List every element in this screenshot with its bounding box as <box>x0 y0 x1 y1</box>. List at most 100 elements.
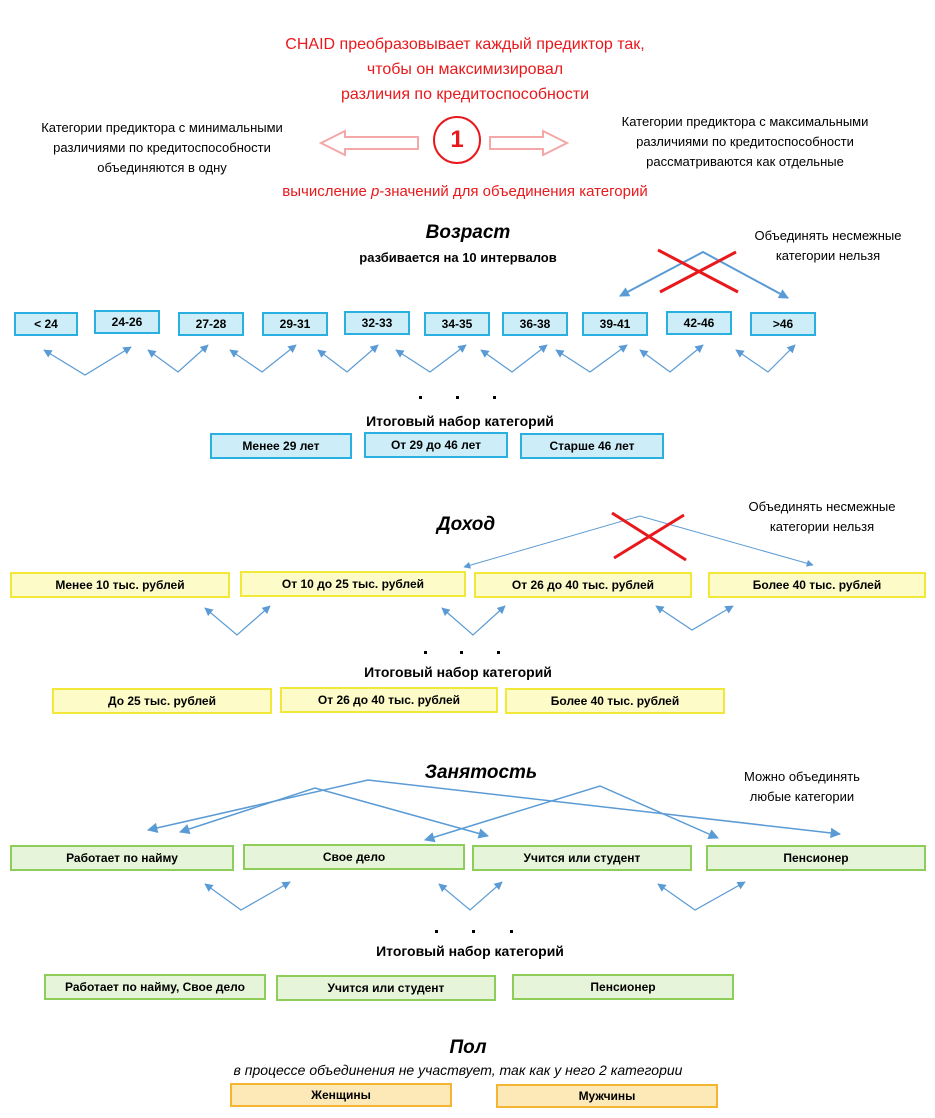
age-final-category: Старше 46 лет <box>520 433 664 459</box>
age-final-category-label: От 29 до 46 лет <box>390 438 482 452</box>
employment-merge-arrows <box>204 881 746 911</box>
ellipsis-dot <box>472 930 475 933</box>
left-description-line-1: Категории предиктора с минимальными <box>41 120 283 135</box>
ellipsis-dot <box>419 396 422 399</box>
income-title: Доход <box>436 514 496 535</box>
age-category-label: 24-26 <box>111 315 143 329</box>
employment-final-label: Итоговый набор категорий <box>376 943 564 959</box>
income-category-label: От 26 до 40 тыс. рублей <box>511 578 655 592</box>
age-category-label: 29-31 <box>279 317 311 331</box>
employment-final-category-label: Учится или студент <box>327 981 445 995</box>
age-final-category-label: Менее 29 лет <box>242 439 320 453</box>
employment-final-category: Работает по найму, Свое дело <box>44 974 266 1000</box>
left-description-line-2: различиями по кредитоспособности <box>53 140 271 155</box>
income-final-category-label: До 25 тыс. рублей <box>108 694 216 708</box>
pvalue-caption: вычисление p-значений для объединения ка… <box>282 183 647 200</box>
employment-note-line-2: любые категории <box>749 789 855 804</box>
employment-category: Пенсионер <box>706 845 926 871</box>
employment-final-category-label: Работает по найму, Свое дело <box>65 980 245 994</box>
ellipsis-dot <box>435 930 438 933</box>
age-category: 27-28 <box>178 312 244 336</box>
age-category-label: < 24 <box>34 317 58 331</box>
income-final-category: От 26 до 40 тыс. рублей <box>280 687 498 713</box>
gender-category-label: Женщины <box>311 1088 371 1102</box>
age-category-label: 34-35 <box>441 317 473 331</box>
employment-category-label: Учится или студент <box>523 851 641 865</box>
gender-category: Женщины <box>230 1083 452 1107</box>
left-hollow-arrow <box>318 129 419 157</box>
age-merge-arrows <box>43 344 796 376</box>
age-final-category: От 29 до 46 лет <box>364 432 508 458</box>
age-subtitle: разбивается на 10 интервалов <box>359 250 557 265</box>
age-category: 34-35 <box>424 312 490 336</box>
employment-final-category: Пенсионер <box>512 974 734 1000</box>
age-category: >46 <box>750 312 816 336</box>
ellipsis-dot <box>493 396 496 399</box>
employment-final-category: Учится или студент <box>276 975 496 1001</box>
income-final-category: Более 40 тыс. рублей <box>505 688 725 714</box>
ellipsis-dot <box>510 930 513 933</box>
income-category: Более 40 тыс. рублей <box>708 572 926 598</box>
age-nonadjacent-arrows <box>619 250 789 299</box>
right-description-line-3: рассматриваются как отдельные <box>646 154 844 169</box>
header-line-1: CHAID преобразовывает каждый предиктор т… <box>285 36 645 53</box>
income-final-category: До 25 тыс. рублей <box>52 688 272 714</box>
employment-final-category-label: Пенсионер <box>590 980 656 994</box>
age-final-category-label: Старше 46 лет <box>549 439 635 453</box>
ellipsis-dot <box>424 651 427 654</box>
employment-category-label: Пенсионер <box>783 851 849 865</box>
left-description-line-3: объединяются в одну <box>97 160 227 175</box>
pvalue-caption-post: -значений для объединения категорий <box>379 183 648 200</box>
left-description: Категории предиктора с минимальными разл… <box>41 118 283 178</box>
employment-note-line-1: Можно объединять <box>744 769 860 784</box>
income-category-label: Более 40 тыс. рублей <box>752 578 882 592</box>
pvalue-caption-pre: вычисление <box>282 183 371 200</box>
age-category: 42-46 <box>666 311 732 335</box>
income-category-label: Менее 10 тыс. рублей <box>55 578 185 592</box>
employment-category: Учится или студент <box>472 845 692 871</box>
employment-category-label: Работает по найму <box>66 851 178 865</box>
income-final-category-label: От 26 до 40 тыс. рублей <box>317 693 461 707</box>
age-final-category: Менее 29 лет <box>210 433 352 459</box>
age-category-label: 39-41 <box>599 317 631 331</box>
ellipsis-dot <box>460 651 463 654</box>
employment-any-merge-arrows <box>146 779 842 843</box>
employment-category: Работает по найму <box>10 845 234 871</box>
age-category-label: 42-46 <box>683 316 715 330</box>
income-note-line-2: категории нельзя <box>769 519 875 534</box>
age-category: 32-33 <box>344 311 410 335</box>
employment-category: Свое дело <box>243 844 465 870</box>
income-category: От 26 до 40 тыс. рублей <box>474 572 692 598</box>
employment-title: Занятость <box>424 762 538 783</box>
gender-category: Мужчины <box>496 1084 718 1108</box>
age-title: Возраст <box>425 222 511 243</box>
pvalue-caption-p: p <box>370 183 380 200</box>
ellipsis-dot <box>497 651 500 654</box>
income-category-label: От 10 до 25 тыс. рублей <box>281 577 425 591</box>
right-hollow-arrow <box>489 129 570 157</box>
age-note-line-2: категории нельзя <box>775 248 881 263</box>
age-note-line-1: Объединять несмежные <box>754 228 902 243</box>
income-merge-arrows <box>204 605 734 636</box>
step-number-circle: 1 <box>433 116 481 164</box>
income-red-cross <box>611 511 687 562</box>
income-note-line-1: Объединять несмежные <box>748 499 896 514</box>
age-category-label: 36-38 <box>519 317 551 331</box>
income-note: Объединять несмежные категории нельзя <box>749 497 896 537</box>
age-category: 29-31 <box>262 312 328 336</box>
age-red-cross <box>657 248 739 294</box>
age-category-label: 32-33 <box>361 316 393 330</box>
gender-subtitle: в процессе объединения не участвует, так… <box>233 1062 683 1078</box>
right-description-line-2: различиями по кредитоспособности <box>636 134 854 149</box>
age-note: Объединять несмежные категории нельзя <box>755 226 902 266</box>
employment-category-label: Свое дело <box>322 850 386 864</box>
right-description-line-1: Категории предиктора с максимальными <box>621 114 869 129</box>
age-category: 36-38 <box>502 312 568 336</box>
age-category: 39-41 <box>582 312 648 336</box>
income-final-label: Итоговый набор категорий <box>364 664 552 680</box>
age-category: < 24 <box>14 312 78 336</box>
step-number: 1 <box>450 126 464 153</box>
age-final-label: Итоговый набор категорий <box>366 413 554 429</box>
